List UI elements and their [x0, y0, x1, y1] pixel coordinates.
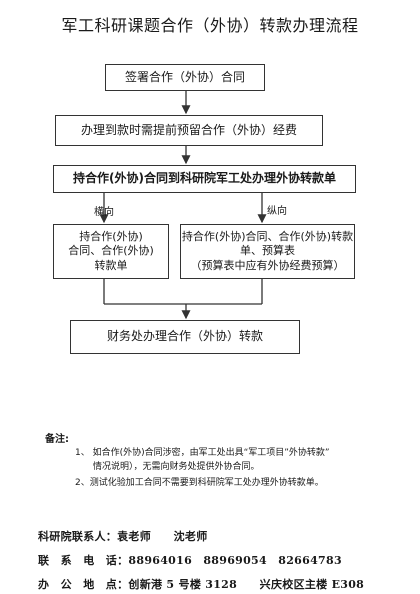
note-2: 2、测试化验加工合同不需要到科研院军工处办理外协转款单。	[75, 478, 324, 488]
contact-address-label: 办 公 地 点：	[38, 578, 129, 591]
right-branch-line-3: （预算表中应有外协经费预算）	[190, 258, 345, 272]
contact-address-row: 办 公 地 点：创新港 5 号楼 3128 兴庆校区主楼 E308	[38, 576, 364, 592]
right-branch-line-1: 持合作(外协)合同、合作(外协)转款	[181, 230, 354, 244]
note-1-line-2: 情况说明），无需向财务处提供外协合同。	[93, 462, 260, 472]
contact-phone-label: 联 系 电 话：	[38, 554, 129, 567]
step-finance-transfer: 财务处办理合作（外协）转款	[70, 320, 300, 354]
branch-label-vertical: 纵向	[267, 206, 287, 217]
note-1-line-1: 1、 如合作(外协)合同涉密，由军工处出具“军工项目”外协转款”	[75, 448, 330, 458]
contact-persons-value: 袁老师 沈老师	[117, 530, 208, 543]
step-reserve-funds: 办理到款时需提前预留合作（外协）经费	[55, 115, 323, 146]
page-title: 军工科研课题合作（外协）转款办理流程	[61, 16, 359, 35]
step-sign-contract: 签署合作（外协）合同	[105, 64, 265, 91]
left-branch-line-1: 持合作(外协)	[79, 230, 143, 244]
step-finance-transfer-label: 财务处办理合作（外协）转款	[106, 329, 263, 344]
step-transfer-form-label: 持合作(外协)合同到科研院军工处办理外协转款单	[73, 171, 336, 186]
contact-phone-value: 88964016 88969054 82664783	[128, 554, 342, 567]
left-branch-line-3: 转款单	[94, 258, 128, 272]
contact-persons-row: 科研院联系人：袁老师 沈老师	[38, 528, 208, 544]
step-transfer-form: 持合作(外协)合同到科研院军工处办理外协转款单	[53, 165, 356, 193]
left-branch-box: 持合作(外协) 合同、合作(外协) 转款单	[53, 224, 169, 279]
step-reserve-funds-label: 办理到款时需提前预留合作（外协）经费	[80, 122, 297, 137]
contact-address-value: 创新港 5 号楼 3128 兴庆校区主楼 E308	[128, 578, 365, 591]
contact-persons-label: 科研院联系人：	[38, 530, 118, 543]
notes-heading: 备注:	[45, 434, 69, 445]
right-branch-line-2: 单、预算表	[240, 244, 295, 258]
left-branch-line-2: 合同、合作(外协)	[68, 244, 154, 258]
contact-phone-row: 联 系 电 话：88964016 88969054 82664783	[38, 552, 342, 568]
step-sign-contract-label: 签署合作（外协）合同	[124, 69, 245, 84]
branch-label-horizontal: 横向	[94, 207, 114, 218]
right-branch-box: 持合作(外协)合同、合作(外协)转款 单、预算表 （预算表中应有外协经费预算）	[180, 224, 355, 279]
